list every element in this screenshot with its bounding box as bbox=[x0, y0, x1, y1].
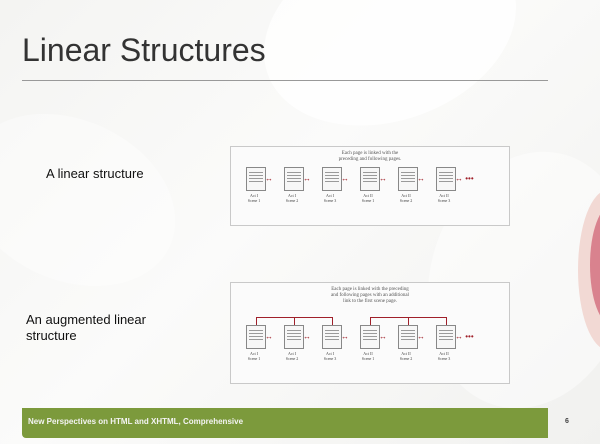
document-icon bbox=[436, 167, 456, 191]
augmented-link-line bbox=[370, 317, 371, 325]
document-icon bbox=[246, 325, 266, 349]
augmented-structure-label: An augmented linear structure bbox=[26, 312, 146, 344]
augmented-structure-label-line: structure bbox=[26, 328, 77, 343]
page-node-act: Act II bbox=[363, 193, 373, 198]
page-node-act: Act II bbox=[363, 351, 373, 356]
page-node-scene: Scene 3 bbox=[323, 198, 337, 203]
page-node-scene: Scene 1 bbox=[247, 198, 261, 203]
slide-title: Linear Structures bbox=[22, 32, 266, 68]
augmented-link-line bbox=[294, 317, 295, 325]
augmented-structure-label-line: An augmented linear bbox=[26, 312, 146, 327]
augmented-link-line bbox=[446, 317, 447, 325]
bidirectional-arrow-icon: ↔ bbox=[265, 332, 273, 341]
document-icon bbox=[436, 325, 456, 349]
background-petal bbox=[0, 81, 204, 319]
figure-caption: Each page is linked with the preceding bbox=[331, 287, 409, 292]
page-node-scene: Scene 1 bbox=[247, 356, 261, 361]
document-icon bbox=[398, 167, 418, 191]
flower-image bbox=[570, 170, 600, 370]
document-icon bbox=[284, 167, 304, 191]
document-icon bbox=[322, 167, 342, 191]
bidirectional-arrow-icon: ↔ bbox=[303, 174, 311, 183]
bidirectional-arrow-icon: ↔ ••• bbox=[455, 174, 474, 183]
document-icon bbox=[398, 325, 418, 349]
document-icon bbox=[360, 325, 380, 349]
page-node-act: Act I bbox=[249, 351, 259, 356]
page-number: 6 bbox=[565, 418, 569, 425]
bidirectional-arrow-icon: ↔ bbox=[303, 332, 311, 341]
page-node-scene: Scene 3 bbox=[437, 198, 451, 203]
linear-structure-figure: Each page is linked with the preceding a… bbox=[230, 146, 510, 226]
page-node-scene: Scene 2 bbox=[285, 198, 299, 203]
bidirectional-arrow-icon: ↔ bbox=[341, 332, 349, 341]
page-node-scene: Scene 3 bbox=[437, 356, 451, 361]
page-node-scene: Scene 1 bbox=[361, 356, 375, 361]
figure-caption: Each page is linked with the bbox=[341, 151, 399, 156]
footer-text: New Perspectives on HTML and XHTML, Comp… bbox=[28, 417, 244, 426]
bidirectional-arrow-icon: ↔ bbox=[341, 174, 349, 183]
page-node-act: Act I bbox=[287, 193, 297, 198]
figure-caption: preceding and following pages. bbox=[338, 157, 402, 162]
page-node-scene: Scene 2 bbox=[399, 198, 413, 203]
page-node-act: Act I bbox=[287, 351, 297, 356]
bidirectional-arrow-icon: ↔ bbox=[265, 174, 273, 183]
bidirectional-arrow-icon: ↔ ••• bbox=[455, 332, 474, 341]
augmented-link-line bbox=[256, 317, 257, 325]
page-node-scene: Scene 2 bbox=[399, 356, 413, 361]
footer-bar: New Perspectives on HTML and XHTML, Comp… bbox=[22, 408, 548, 438]
linear-structure-label: A linear structure bbox=[46, 166, 144, 181]
page-node-scene: Scene 2 bbox=[285, 356, 299, 361]
page-node-act: Act II bbox=[439, 351, 449, 356]
document-icon bbox=[284, 325, 304, 349]
bidirectional-arrow-icon: ↔ bbox=[379, 332, 387, 341]
figure-caption: link to the first scene page. bbox=[343, 299, 397, 304]
page-node-act: Act I bbox=[249, 193, 259, 198]
page-node-act: Act I bbox=[325, 351, 335, 356]
figure-caption: and following pages with an additional bbox=[331, 293, 409, 298]
page-node-act: Act II bbox=[401, 193, 411, 198]
augmented-structure-figure: Each page is linked with the preceding a… bbox=[230, 282, 510, 384]
bidirectional-arrow-icon: ↔ bbox=[379, 174, 387, 183]
title-divider bbox=[22, 80, 548, 81]
page-node-scene: Scene 1 bbox=[361, 198, 375, 203]
page-node-scene: Scene 3 bbox=[323, 356, 337, 361]
bidirectional-arrow-icon: ↔ bbox=[417, 174, 425, 183]
augmented-link-line bbox=[408, 317, 409, 325]
document-icon bbox=[246, 167, 266, 191]
document-icon bbox=[322, 325, 342, 349]
page-node-act: Act I bbox=[325, 193, 335, 198]
document-icon bbox=[360, 167, 380, 191]
augmented-link-line bbox=[332, 317, 333, 325]
page-node-act: Act II bbox=[401, 351, 411, 356]
bidirectional-arrow-icon: ↔ bbox=[417, 332, 425, 341]
page-node-act: Act II bbox=[439, 193, 449, 198]
